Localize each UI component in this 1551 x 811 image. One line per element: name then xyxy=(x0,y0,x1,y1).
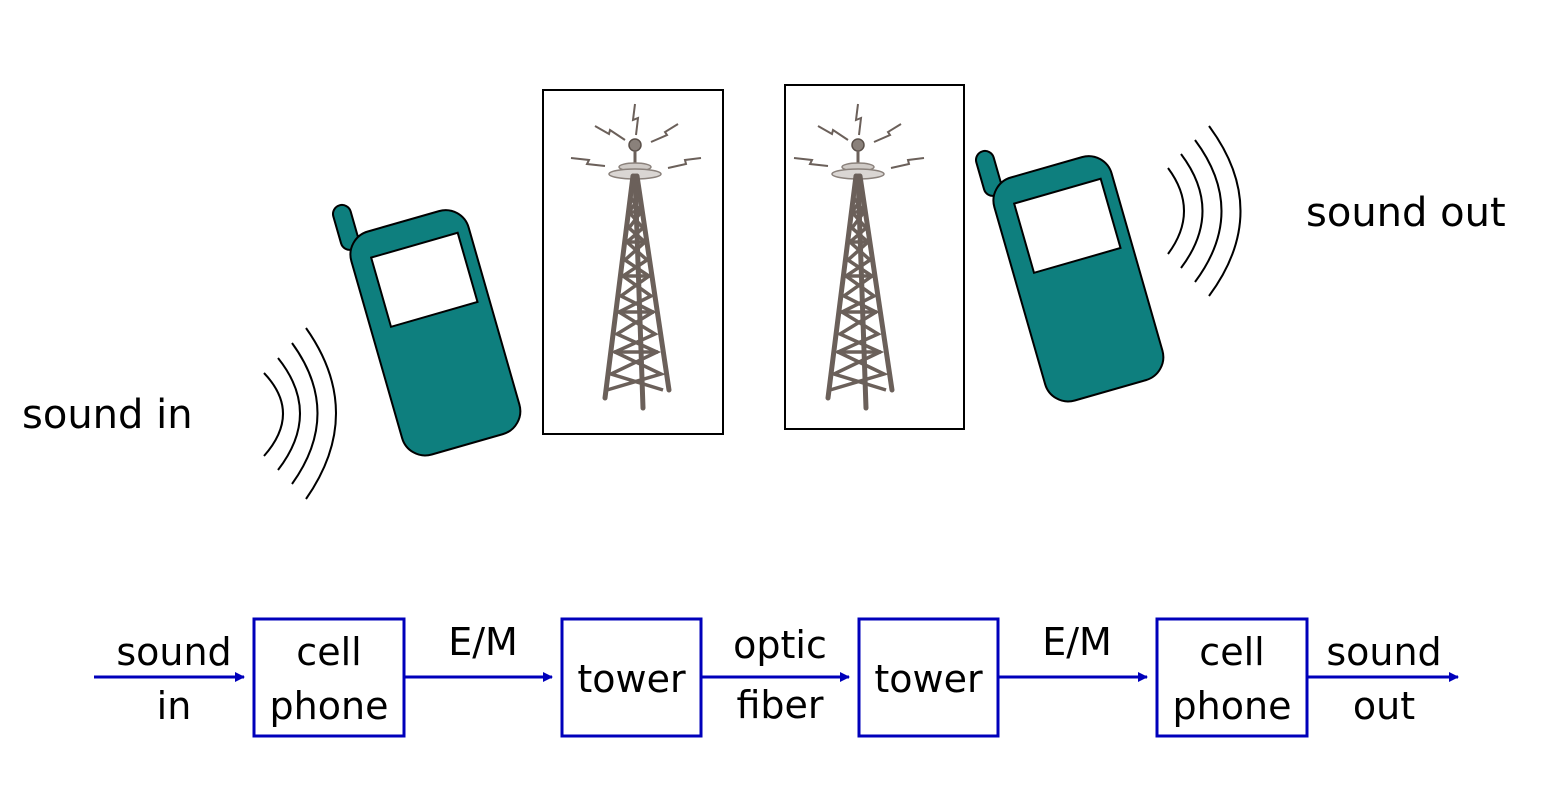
phone-right-icon xyxy=(974,149,1165,403)
input-label-line-1: sound xyxy=(116,630,231,674)
block-2-line-1: tower xyxy=(577,657,686,701)
block-3-box xyxy=(857,617,1000,738)
input-label-line-2: in xyxy=(157,684,192,728)
block-1-box xyxy=(252,617,406,738)
output-label-line-1: sound xyxy=(1326,630,1441,674)
sound-out-waves xyxy=(1167,125,1242,297)
block-4-box xyxy=(1155,617,1309,738)
sound-in-waves xyxy=(263,327,337,500)
sound-in-label: sound in xyxy=(22,392,193,438)
link-1-line-1: E/M xyxy=(448,620,518,664)
block-4-line-2: phone xyxy=(1173,684,1292,728)
tower-right-icon xyxy=(784,84,965,430)
block-3-line-1: tower xyxy=(874,657,983,701)
block-1-line-1: cell xyxy=(296,630,361,674)
output-label-line-2: out xyxy=(1353,684,1415,728)
tower-left-icon xyxy=(542,89,724,435)
block-diagram: cell phone tower tower cell phone sound in sound… xyxy=(94,617,1459,738)
block-1-line-2: phone xyxy=(270,684,389,728)
block-4-line-1: cell xyxy=(1199,630,1264,674)
phone-left-icon xyxy=(331,203,522,457)
link-2-line-2: fiber xyxy=(736,683,823,727)
link-3-line-1: E/M xyxy=(1042,620,1112,664)
link-2-line-1: optic xyxy=(733,623,827,667)
sound-out-label: sound out xyxy=(1306,190,1506,236)
block-2-box xyxy=(560,617,703,738)
